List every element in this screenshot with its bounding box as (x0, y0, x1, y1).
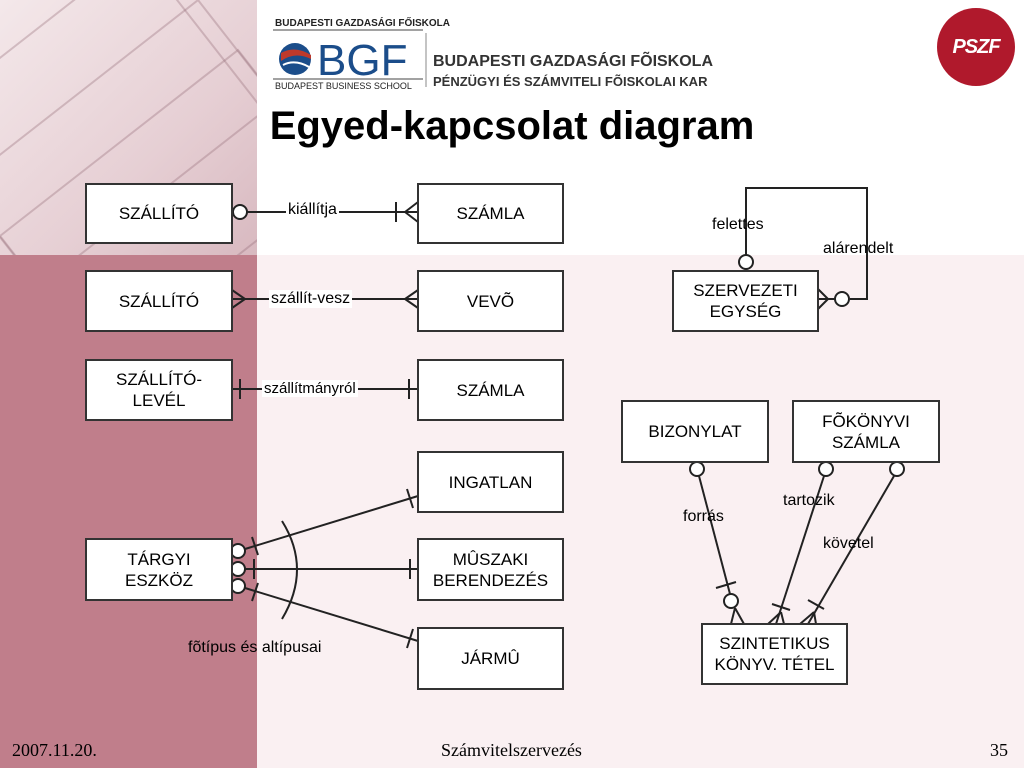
entity-bizonylat: BIZONYLAT (621, 400, 769, 463)
school-bottom-text: BUDAPEST BUSINESS SCHOOL (275, 81, 412, 90)
rel-fotipus-altipus: fõtípus és altípusai (188, 639, 322, 656)
school-abbr-text: BGF (317, 36, 407, 85)
rel-forras: forrás (683, 508, 724, 525)
page-title: Egyed-kapcsolat diagram (269, 104, 755, 148)
entity-muszaki-berendezes: MÛSZAKI BERENDEZÉS (417, 538, 564, 601)
rel-tartozik: tartozik (783, 492, 835, 509)
rel-alarendelt: alárendelt (823, 240, 894, 257)
rel-szallitmanyrol: szállítmányról (262, 380, 358, 397)
rel-kovetel: követel (823, 535, 874, 552)
entity-szamla-1: SZÁMLA (417, 183, 564, 244)
background-left-band (0, 255, 257, 768)
rel-szallit-vesz: szállít-vesz (269, 290, 353, 308)
footer-page-number: 35 (990, 740, 1008, 760)
school-top-text: BUDAPESTI GAZDASÁGI FŐISKOLA (275, 16, 450, 29)
school-name-line1: BUDAPESTI GAZDASÁGI FÕISKOLA (433, 50, 713, 70)
entity-szervezeti-egyseg: SZERVEZETI EGYSÉG (672, 270, 819, 332)
entity-targyi-eszkoz: TÁRGYI ESZKÖZ (85, 538, 233, 601)
background-right-band (257, 255, 1024, 768)
pszf-logo: PSZF (937, 8, 1015, 86)
entity-vevo: VEVÕ (417, 270, 564, 332)
rel-kiallitja: kiállítja (286, 201, 339, 219)
entity-szamla-2: SZÁMLA (417, 359, 564, 421)
entity-szallitolevel: SZÁLLÍTÓ- LEVÉL (85, 359, 233, 421)
entity-szintetikus-tetel: SZINTETIKUS KÖNYV. TÉTEL (701, 623, 848, 685)
pszf-logo-text: PSZF (952, 36, 1000, 58)
entity-szallito-1: SZÁLLÍTÓ (85, 183, 233, 244)
entity-jarmu: JÁRMÛ (417, 627, 564, 690)
bgf-logo: BUDAPESTI GAZDASÁGI FŐISKOLA BGF BUDAPES… (273, 15, 723, 95)
school-name-line2: PÉNZÜGYI ÉS SZÁMVITELI FÕISKOLAI KAR (433, 74, 708, 89)
rel-felettes: felettes (712, 216, 764, 233)
footer-date: 2007.11.20. (12, 740, 97, 760)
entity-ingatlan: INGATLAN (417, 451, 564, 513)
entity-szallito-2: SZÁLLÍTÓ (85, 270, 233, 332)
footer-course: Számvitelszervezés (441, 740, 582, 760)
entity-fokonyvi-szamla: FÕKÖNYVI SZÁMLA (792, 400, 940, 463)
